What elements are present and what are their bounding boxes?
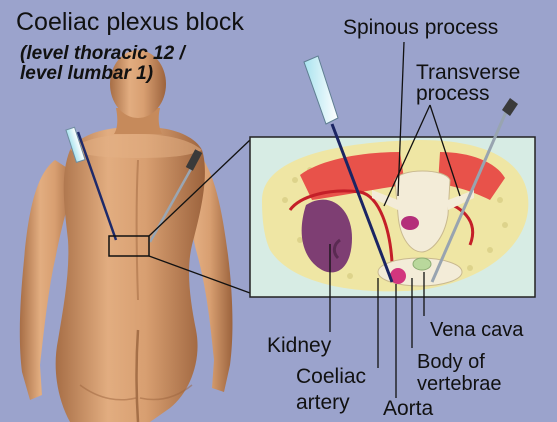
torso xyxy=(56,128,205,422)
label-body-of-vertebrae-line-1: Body of xyxy=(417,352,485,372)
label-coeliac-artery-line-1: Coeliac xyxy=(296,366,366,387)
cross-section-inset xyxy=(250,137,535,297)
label-transverse-process-line-2: process xyxy=(416,83,490,104)
vena-cava xyxy=(413,258,431,270)
label-aorta: Aorta xyxy=(383,398,433,419)
label-kidney: Kidney xyxy=(267,335,331,356)
label-spinous-process: Spinous process xyxy=(343,17,498,38)
subtitle-line-1: (level thoracic 12 / xyxy=(20,44,185,63)
label-transverse-process-line-1: Transverse xyxy=(416,62,520,83)
subtitle-line-2: level lumbar 1) xyxy=(20,64,153,83)
label-coeliac-artery-line-2: artery xyxy=(296,392,350,413)
label-vena-cava: Vena cava xyxy=(430,320,523,340)
diagram-title: Coeliac plexus block xyxy=(16,10,244,35)
label-body-of-vertebrae-line-2: vertebrae xyxy=(417,374,502,394)
spinal-cord xyxy=(401,216,419,230)
